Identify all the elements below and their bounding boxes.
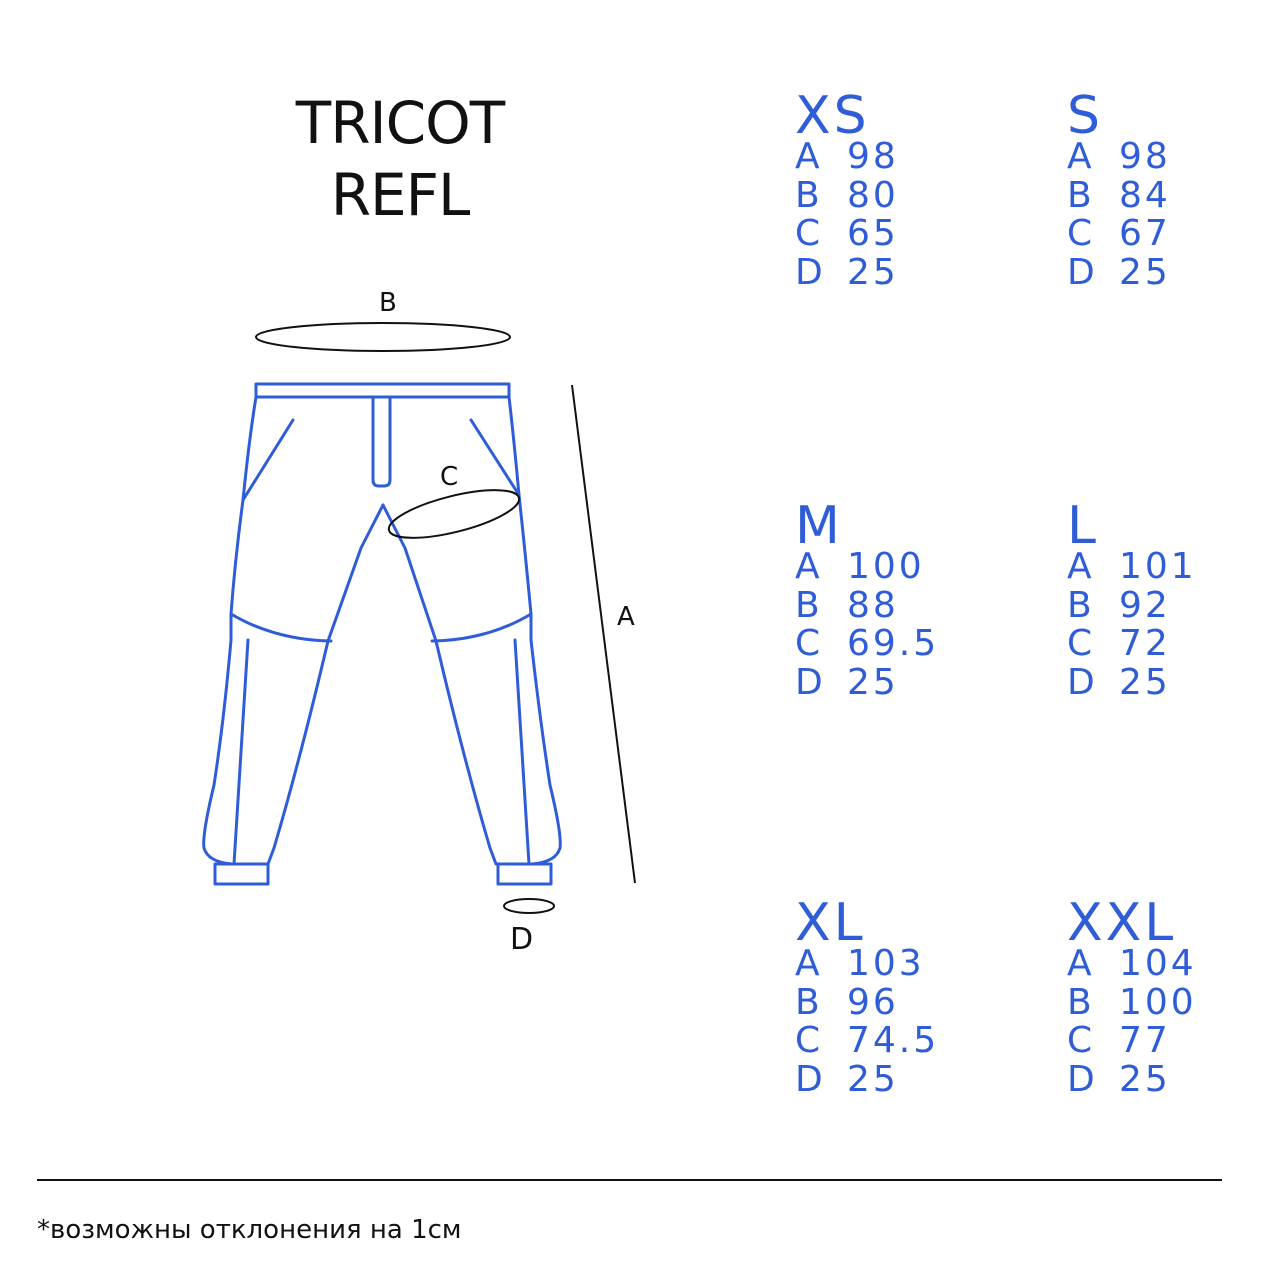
product-title-line1: TRICOT xyxy=(295,89,505,157)
cuff-ellipse xyxy=(503,898,555,914)
length-line xyxy=(571,384,636,884)
left-side-stripe xyxy=(232,638,250,866)
fly xyxy=(371,395,392,488)
right-thigh-line xyxy=(430,612,533,643)
label-c: C xyxy=(440,462,459,492)
label-b: B xyxy=(379,288,397,318)
left-thigh-line xyxy=(229,612,333,643)
left-pocket xyxy=(241,418,295,502)
pants-diagram xyxy=(202,322,636,914)
size-name: XL xyxy=(795,893,866,953)
size-name: XS xyxy=(795,86,870,146)
size-name: S xyxy=(1067,86,1104,146)
right-leg xyxy=(381,395,562,866)
label-d: D xyxy=(510,922,534,957)
right-cuff xyxy=(496,862,553,886)
divider xyxy=(37,1179,1222,1181)
left-leg xyxy=(202,395,385,866)
size-name: L xyxy=(1067,496,1099,556)
waistband xyxy=(254,382,511,399)
thigh-ellipse xyxy=(387,489,521,539)
size-name: M xyxy=(795,496,843,556)
size-name: XXL xyxy=(1067,893,1177,953)
waist-ellipse xyxy=(255,322,511,352)
footnote: *возможны отклонения на 1см xyxy=(37,1215,462,1245)
product-title-line2: REFL xyxy=(330,161,471,229)
left-cuff xyxy=(213,862,270,886)
right-pocket xyxy=(469,418,521,497)
label-a: A xyxy=(617,602,635,632)
right-side-stripe xyxy=(513,638,531,866)
